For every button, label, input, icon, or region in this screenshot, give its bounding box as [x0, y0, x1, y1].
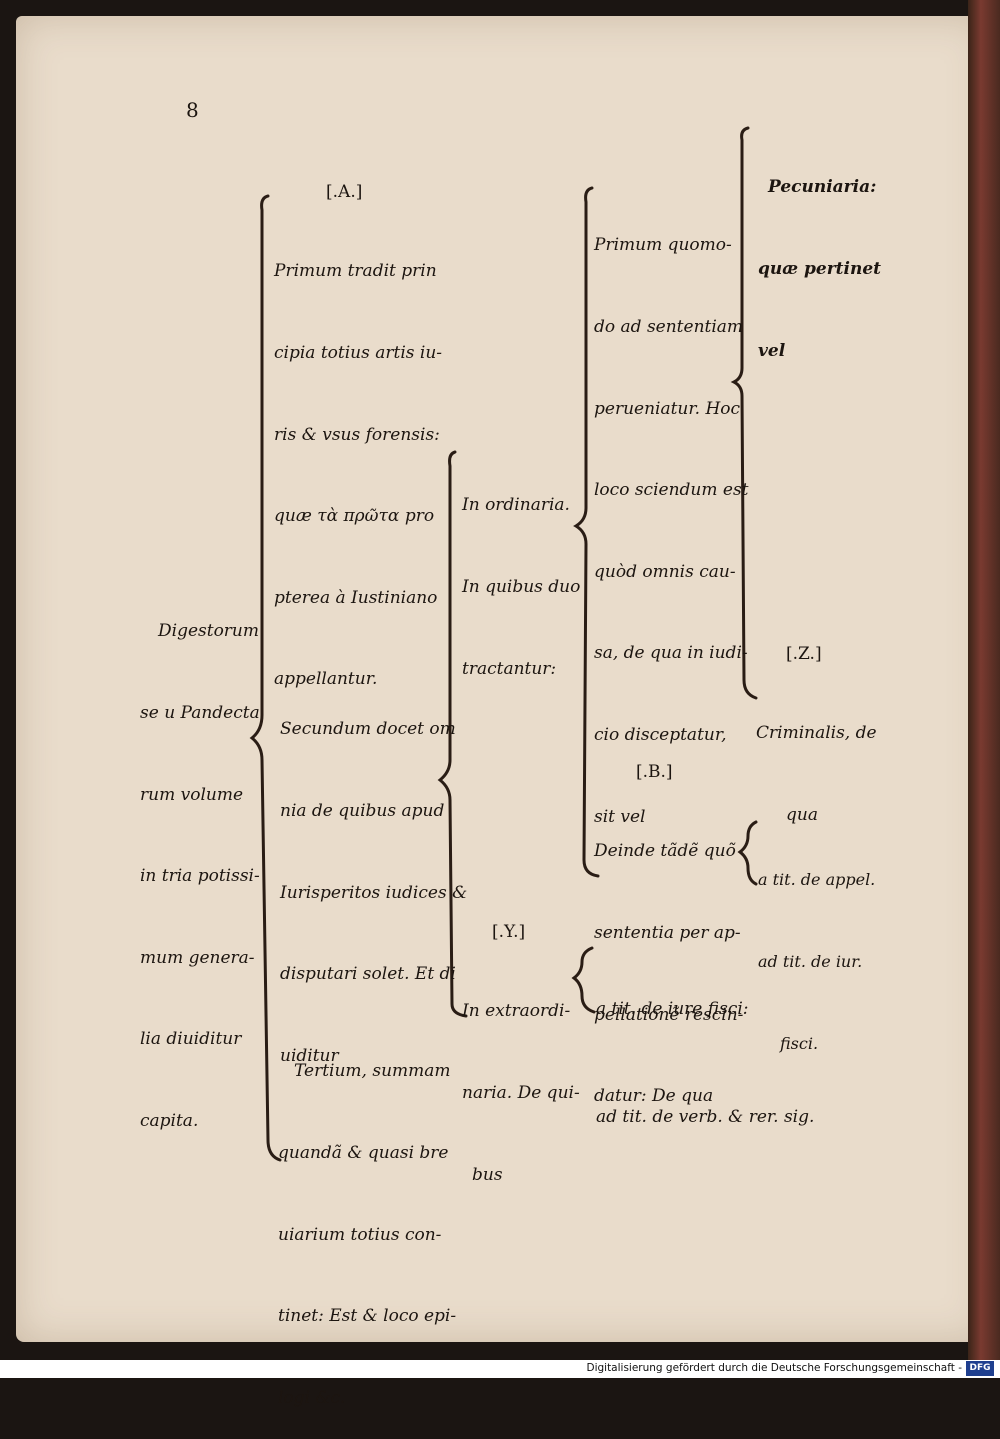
- third-line: logi &c.: [278, 1387, 346, 1408]
- first-line: quæ τὰ πρῶτα pro: [274, 506, 435, 527]
- second-line: disputari solet. Et di: [280, 964, 456, 985]
- root-line: in tria potissi-: [140, 866, 260, 887]
- mark-b: [.B.]: [636, 762, 673, 782]
- pecuniaria-line: Pecuniaria:: [768, 177, 877, 198]
- mark-y: [.Y.]: [492, 922, 526, 942]
- footer-bar: [0, 1360, 1000, 1378]
- second-line: Secundum docet om: [280, 719, 456, 740]
- deinde-line: pellationẽ rescin-: [594, 1004, 744, 1025]
- appel-line: fisci.: [780, 1033, 819, 1053]
- root-line: capita.: [140, 1111, 199, 1132]
- quomodo-line: Primum quomo-: [594, 235, 732, 256]
- iure-fisci-line: a tit. de iure fisci:: [596, 999, 749, 1020]
- root-line: mum genera-: [140, 947, 255, 968]
- first-line: cipia totius artis iu-: [274, 343, 443, 364]
- first-line: Primum tradit prin: [274, 261, 437, 282]
- criminalis-line: qua: [786, 805, 818, 826]
- root-line: Digestorum: [158, 621, 259, 642]
- quomodo-text: Primum quomo- do ad sententiam perueniat…: [594, 178, 749, 858]
- mark-a: [.A.]: [326, 182, 363, 202]
- quomodo-line: loco sciendum est: [594, 480, 749, 501]
- second-line: uiditur: [280, 1045, 339, 1066]
- third-line: tinet: Est & loco epi-: [278, 1306, 457, 1327]
- first-branch-text: Primum tradit prin cipia totius artis iu…: [274, 204, 442, 721]
- second-line: nia de quibus apud: [280, 801, 445, 822]
- root-line: rum volume: [140, 784, 244, 805]
- pecuniaria-line: quæ pertinet: [758, 259, 882, 280]
- ordinaria-line: In quibus duo: [462, 577, 581, 598]
- iure-fisci-text: a tit. de iure fisci: ad tit. de verb. &…: [596, 942, 814, 1158]
- quomodo-line: sa, de qua in iudi-: [594, 643, 748, 664]
- quomodo-line: sit vel: [594, 806, 646, 827]
- extraordinaria-line: In extraordi-: [462, 1001, 571, 1022]
- second-line: Iurisperitos iudices &: [280, 882, 468, 903]
- root-line: lia diuiditur: [140, 1029, 242, 1050]
- appel-line: a tit. de appel.: [758, 870, 876, 890]
- deinde-line: datur: De qua: [594, 1086, 714, 1107]
- ordinaria-text: In ordinaria. In quibus duo tractantur:: [462, 438, 580, 710]
- appel-line: ad tit. de iur.: [758, 952, 863, 972]
- mark-z: [.Z.]: [786, 644, 822, 664]
- pecuniaria-text: Pecuniaria: quæ pertinet vel: [758, 120, 881, 392]
- ordinaria-line: In ordinaria.: [462, 495, 570, 516]
- book-spine: [968, 0, 1000, 1360]
- quomodo-line: perueniatur. Hoc: [594, 398, 741, 419]
- criminalis-line: Criminalis, de: [756, 723, 877, 744]
- quomodo-line: cio disceptatur,: [594, 725, 727, 746]
- footer-credit: Digitalisierung gefördert durch die Deut…: [586, 1362, 962, 1374]
- deinde-line: sententia per ap-: [594, 923, 741, 944]
- page-number: 8: [186, 98, 199, 122]
- root-line: se u Pandecta: [140, 703, 260, 724]
- third-line: uiarium totius con-: [278, 1224, 442, 1245]
- third-line: quandã & quasi bre: [278, 1143, 449, 1164]
- third-line: Tertium, summam: [294, 1061, 451, 1082]
- extraordinaria-text: In extraordi- naria. De qui- bus: [462, 944, 580, 1216]
- book-page: [16, 16, 988, 1342]
- quomodo-line: quòd omnis cau-: [594, 561, 736, 582]
- extraordinaria-line: bus: [472, 1164, 503, 1185]
- quomodo-line: do ad sententiam: [594, 317, 744, 338]
- pecuniaria-line: vel: [758, 340, 786, 361]
- appel-text: a tit. de appel. ad tit. de iur. fisci.: [758, 812, 875, 1084]
- dfg-logo: DFG: [966, 1361, 994, 1376]
- deinde-line: Deinde tãdẽ quõ: [594, 841, 736, 862]
- root-text: Digestorum se u Pandecta rum volume in t…: [140, 564, 260, 1162]
- ordinaria-line: tractantur:: [462, 658, 557, 679]
- first-line: appellantur.: [274, 669, 378, 690]
- iure-fisci-line: ad tit. de verb. & rer. sig.: [596, 1107, 815, 1128]
- first-line: ris & vsus forensis:: [274, 424, 440, 445]
- criminalis-text: Criminalis, de qua: [756, 666, 877, 856]
- first-line: pterea à Iustiniano: [274, 587, 438, 608]
- extraordinaria-line: naria. De qui-: [462, 1083, 580, 1104]
- deinde-text: Deinde tãdẽ quõ sententia per ap- pellat…: [594, 784, 743, 1138]
- second-branch-text: Secundum docet om nia de quibus apud Iur…: [280, 662, 467, 1097]
